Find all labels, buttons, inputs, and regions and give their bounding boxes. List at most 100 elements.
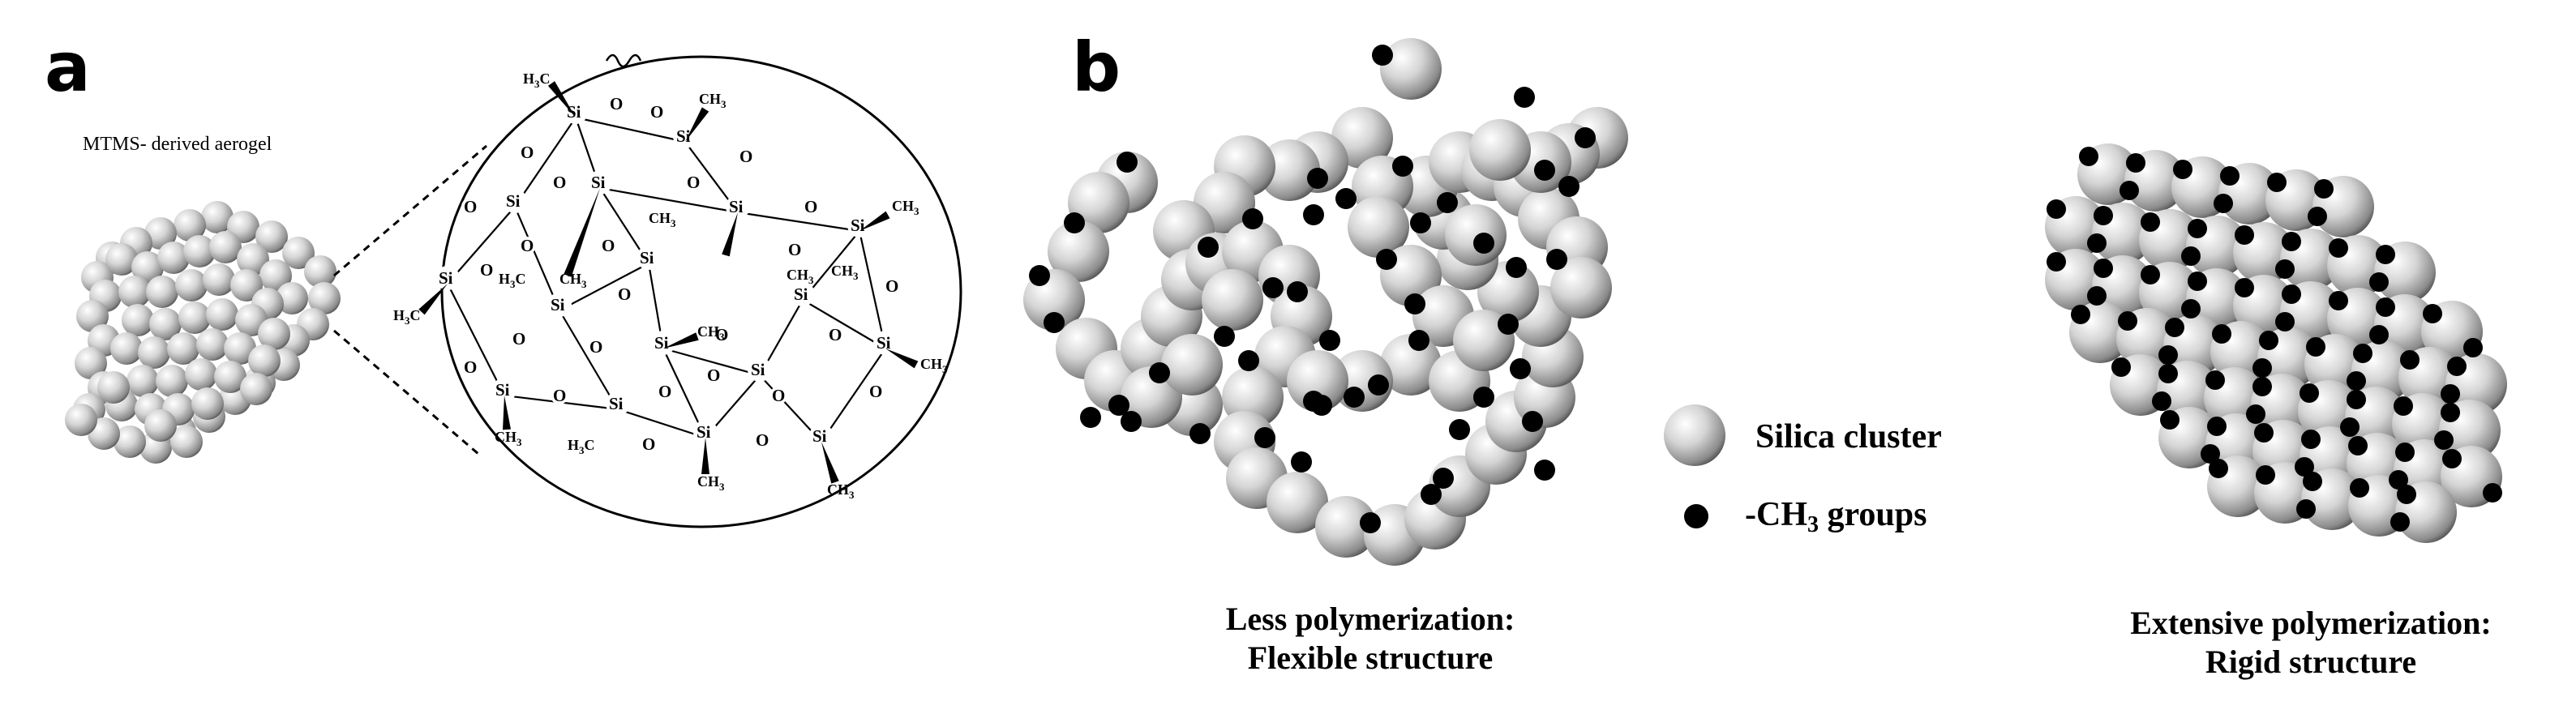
methyl-dot (2212, 324, 2231, 344)
o-atom-bg (587, 338, 605, 356)
caption-right: Extensive polymerization: Rigid structur… (2076, 604, 2546, 682)
methyl-dot (2400, 350, 2420, 370)
methyl-dot (1392, 156, 1413, 177)
aerogel-sphere (214, 361, 246, 393)
methyl-dot (1311, 395, 1332, 416)
methyl-dot (2158, 345, 2178, 365)
si-atom-bg (435, 266, 460, 290)
methyl-dot (1080, 407, 1101, 428)
o-atom: O (618, 284, 631, 304)
caption-right-line2: Rigid structure (2205, 644, 2417, 680)
methyl-dot (2390, 512, 2410, 532)
aerogel-sphere (206, 298, 238, 331)
methyl-group-label: CH3 (892, 198, 919, 217)
methyl-group-label: CH3 (649, 210, 676, 229)
o-atom-bg (599, 237, 617, 254)
o-atom: O (829, 325, 842, 344)
aerogel-sphere (157, 242, 190, 274)
methyl-dot (2296, 499, 2316, 519)
methyl-dot (2209, 459, 2228, 478)
wedge-bond (503, 396, 511, 430)
methyl-group-label: CH3 (920, 356, 948, 375)
aerogel-sphere (191, 387, 224, 420)
methyl-dot (2181, 299, 2201, 319)
methyl-dot (2308, 207, 2327, 226)
methyl-dot (1534, 160, 1555, 181)
methyl-dot (2214, 194, 2233, 213)
si-o-bond (821, 348, 886, 443)
o-atom-bg (607, 95, 625, 113)
rigid-structure-cluster (2045, 143, 2507, 543)
methyl-dot (1514, 87, 1535, 108)
si-atom-bg (636, 246, 661, 270)
methyl-dot (1198, 237, 1219, 258)
methyl-dot (2376, 245, 2395, 264)
o-atom: O (610, 94, 623, 113)
o-atom: O (512, 329, 525, 349)
si-atom-bg (791, 282, 815, 306)
methyl-dot (2047, 252, 2066, 272)
methyl-dot (2369, 272, 2389, 292)
o-atom: O (804, 197, 817, 216)
methyl-dot (1319, 330, 1340, 351)
aerogel-sphere (203, 263, 235, 296)
silica-sphere (1267, 472, 1328, 533)
panel-b-label: b (1072, 28, 1121, 107)
methyl-dot (2395, 443, 2415, 462)
silica-sphere (1550, 257, 1612, 319)
si-o-bond (575, 116, 686, 143)
legend-silica-label: Silica cluster (1755, 418, 1942, 455)
o-atom: O (707, 366, 720, 385)
o-atom-bg (615, 285, 633, 303)
o-atom: O (553, 386, 566, 405)
si-o-bond (514, 117, 576, 207)
methyl-group-label: CH3 (697, 323, 725, 343)
si-atom: Si (640, 248, 654, 267)
o-atom-bg (753, 431, 771, 449)
aerogel-sphere (65, 404, 97, 436)
si-o-bond (447, 206, 516, 284)
caption-left-line2: Flexible structure (1247, 639, 1494, 676)
si-atom: Si (877, 333, 891, 353)
o-atom-bg (461, 358, 479, 376)
methyl-dot (1546, 249, 1567, 270)
o-atom: O (464, 197, 477, 216)
si-o-bond (802, 299, 886, 349)
methyl-dot (2071, 305, 2090, 324)
aerogel-sphere (308, 282, 341, 314)
methyl-dot (1303, 204, 1324, 225)
o-atom-bg (551, 387, 568, 404)
o-atom: O (602, 236, 615, 255)
si-atom-bg (809, 424, 834, 448)
methyl-dot (1449, 419, 1470, 440)
methyl-dot (2397, 485, 2416, 504)
o-atom: O (687, 173, 700, 192)
methyl-group-label: H3C (393, 307, 421, 327)
aerogel-sphere (201, 201, 234, 233)
o-atom-bg (786, 241, 804, 259)
o-atom: O (521, 143, 534, 162)
methyl-dot (2152, 391, 2171, 411)
methyl-dot (2441, 403, 2460, 422)
caption-left: Less polymerization: Flexible structure (1054, 600, 1687, 678)
si-atom-bg (693, 420, 718, 444)
methyl-dot (1473, 233, 1494, 254)
methyl-dot (1575, 127, 1596, 148)
methyl-dot (2275, 312, 2295, 331)
methyl-dot (2353, 344, 2372, 363)
wedge-bond (701, 438, 709, 474)
wedge-bond (859, 211, 890, 231)
panel-a-label: a (45, 28, 91, 107)
silica-sphere (1445, 204, 1507, 266)
o-atom-bg (769, 387, 787, 404)
methyl-dot (2483, 483, 2502, 502)
caption-right-line1: Extensive polymerization: (2130, 605, 2492, 641)
silica-sphere (1469, 119, 1531, 181)
methyl-dot (2447, 357, 2467, 376)
methyl-dot (2423, 304, 2442, 323)
aerogel-sphere (110, 332, 143, 365)
methyl-dot (1214, 326, 1235, 347)
aerogel-sphere (144, 409, 177, 442)
methyl-dot (2126, 153, 2145, 173)
zoom-line-bottom (333, 329, 479, 455)
